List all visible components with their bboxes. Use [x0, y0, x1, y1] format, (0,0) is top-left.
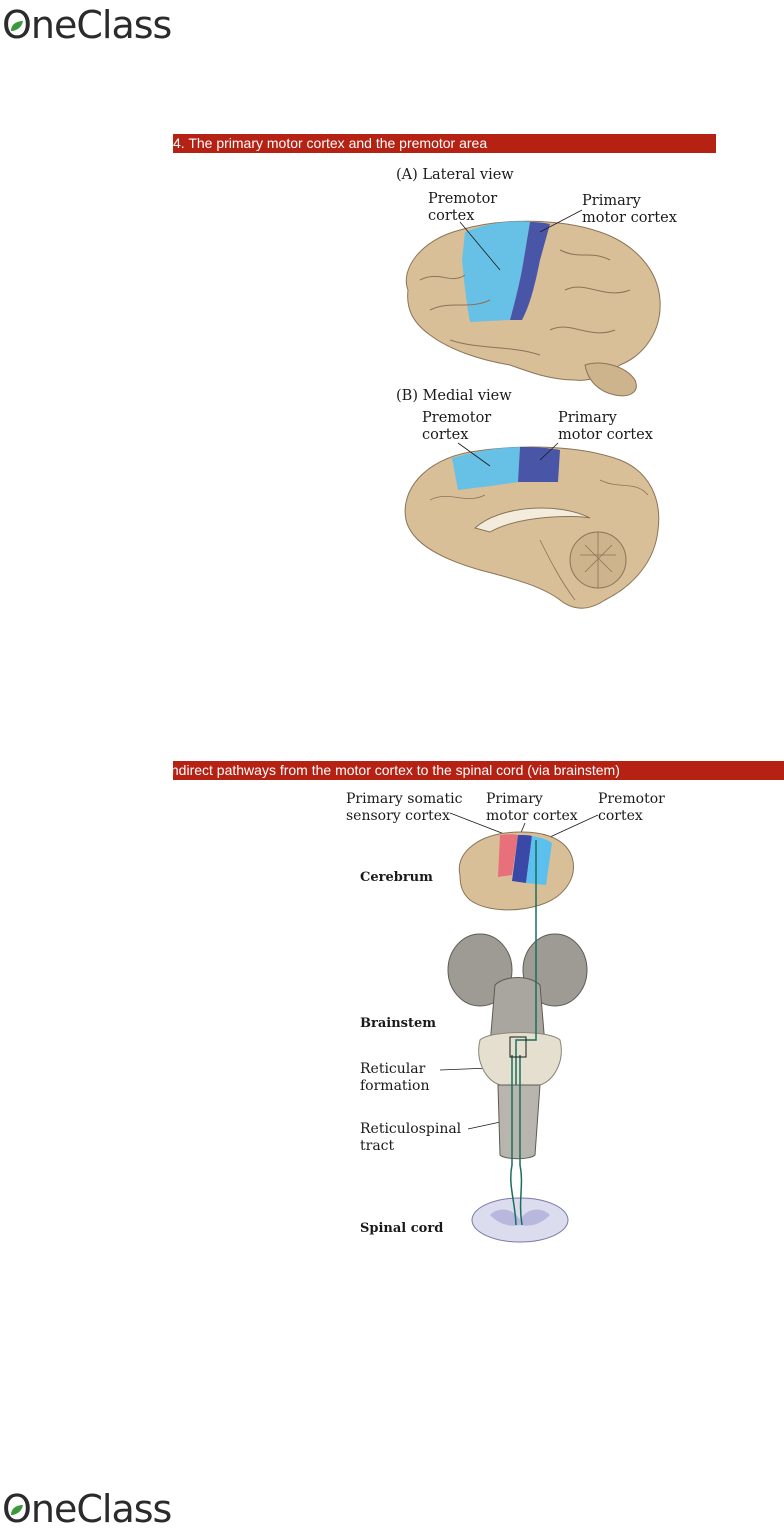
premotor-label-2: cortex: [598, 808, 643, 824]
panel-a-primary-label-1: Primary: [582, 193, 642, 209]
brainstem-label: Brainstem: [360, 1016, 436, 1031]
brainstem: [447, 933, 588, 1160]
panel-b-primary-label-1: Primary: [558, 410, 618, 426]
figure1-diagram: (A) Lateral view Premotor cortex Primary…: [396, 167, 677, 609]
panel-b-premotor-label-1: Premotor: [422, 410, 491, 426]
spinal-cord-label: Spinal cord: [360, 1221, 443, 1236]
leaf-icon: [10, 0, 24, 38]
oneclass-logo-footer: OneClass: [2, 1487, 172, 1531]
panel-a-primary-label-2: motor cortex: [582, 210, 677, 226]
cerebrum-label: Cerebrum: [360, 870, 433, 885]
small-cerebrum: [458, 831, 574, 911]
somatic-label-1: Primary somatic: [346, 791, 463, 807]
panel-a-title: (A) Lateral view: [396, 167, 514, 183]
logo-text-footer: OneClass: [2, 1487, 172, 1531]
lateral-brain: [405, 209, 661, 397]
panel-a-premotor-label-2: cortex: [428, 208, 474, 224]
figure2-caption: Indirect pathways from the motor cortex …: [173, 761, 784, 780]
leaf-icon: [10, 1484, 24, 1522]
panel-a-premotor-label-1: Premotor: [428, 191, 497, 207]
motor-label-2: motor cortex: [486, 808, 578, 824]
oneclass-logo: OneClass: [2, 3, 172, 47]
reticular-label-2: formation: [360, 1078, 429, 1094]
motor-label-1: Primary: [486, 791, 543, 807]
logo-text: OneClass: [2, 3, 172, 47]
panel-b-title: (B) Medial view: [396, 388, 512, 404]
reticulospinal-label-2: tract: [360, 1138, 395, 1154]
panel-b-premotor-label-2: cortex: [422, 427, 468, 443]
reticulospinal-label-1: Reticulospinal: [360, 1121, 462, 1137]
spinal-cord-section: [471, 1197, 569, 1243]
figure2-caption-text: Indirect pathways from the motor cortex …: [173, 762, 620, 778]
panel-b-primary-label-2: motor cortex: [558, 427, 653, 443]
medial-brain: [404, 442, 660, 609]
premotor-label-1: Premotor: [598, 791, 665, 807]
somatic-label-2: sensory cortex: [346, 808, 450, 824]
figure2-diagram: Primary somatic sensory cortex Primary m…: [346, 791, 665, 1243]
figure1-caption: 4. The primary motor cortex and the prem…: [173, 134, 716, 153]
reticular-label-1: Reticular: [360, 1061, 426, 1077]
